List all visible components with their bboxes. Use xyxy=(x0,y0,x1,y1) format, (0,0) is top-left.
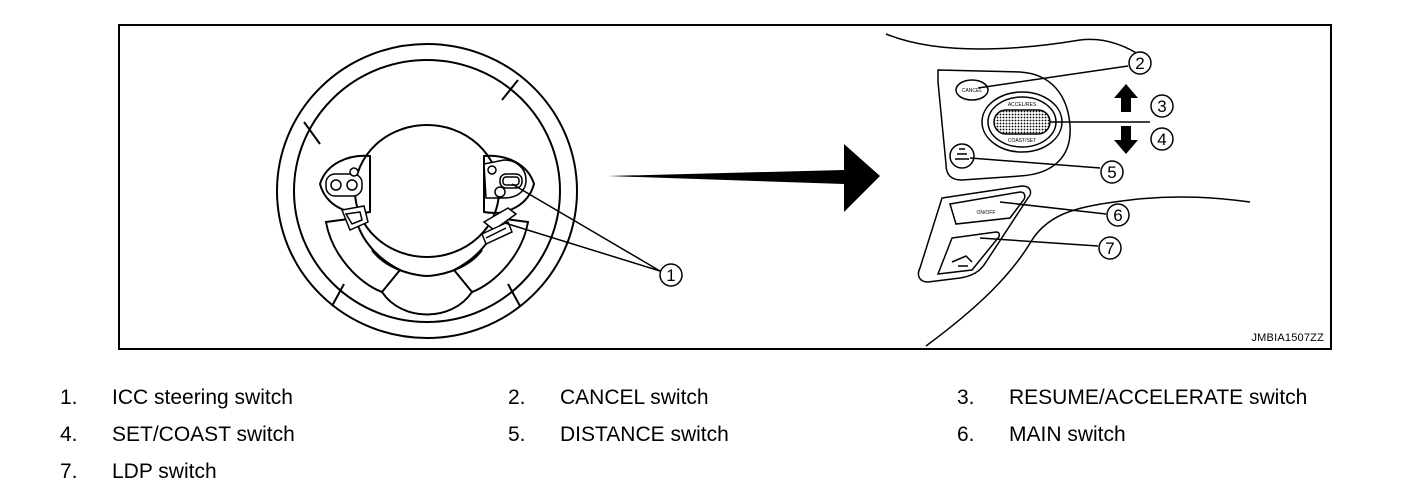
callout-4: 4 xyxy=(1150,127,1174,151)
callout-2: 2 xyxy=(1128,51,1152,75)
cancel-switch-label: CANCEL xyxy=(962,88,983,94)
direction-arrow xyxy=(608,144,880,212)
callout-1-leaders xyxy=(504,183,661,272)
callout-7-label: 7 xyxy=(1105,239,1114,258)
switch-detail xyxy=(885,33,1251,347)
icc-steering-switch xyxy=(481,159,527,246)
legend-number: 2. xyxy=(508,386,526,409)
main-switch-label: ON/OFF xyxy=(977,210,996,216)
legend-text: ICC steering switch xyxy=(112,386,293,409)
figure-code: JMBIA1507ZZ xyxy=(1251,332,1324,344)
steering-wheel xyxy=(276,43,578,339)
legend-number: 5. xyxy=(508,423,526,446)
up-down-arrows xyxy=(1114,84,1138,154)
steering-wheel-diagram: 1 CA xyxy=(276,33,1251,347)
callout-1-label: 1 xyxy=(666,266,675,285)
legend-text: LDP switch xyxy=(112,460,217,483)
callout-3-label: 3 xyxy=(1157,97,1166,116)
legend-text: MAIN switch xyxy=(1009,423,1126,446)
callout-leaders xyxy=(969,65,1150,247)
legend-number: 1. xyxy=(60,386,78,409)
callout-4-label: 4 xyxy=(1157,130,1166,149)
legend-number: 3. xyxy=(957,386,975,409)
coast-switch-label: COAST/SET xyxy=(1008,138,1036,144)
callout-2-label: 2 xyxy=(1135,54,1144,73)
legend-text: RESUME/ACCELERATE switch xyxy=(1009,386,1308,409)
legend-number: 6. xyxy=(957,423,975,446)
callout-6: 6 xyxy=(1106,203,1130,227)
legend-number: 7. xyxy=(60,460,78,483)
legend-text: SET/COAST switch xyxy=(112,423,295,446)
legend: 1. ICC steering switch 2. CANCEL switch … xyxy=(0,382,1408,492)
accel-switch-label: ACCEL/RES xyxy=(1008,102,1037,108)
legend-text: CANCEL switch xyxy=(560,386,709,409)
callout-5-label: 5 xyxy=(1107,163,1116,182)
callout-5: 5 xyxy=(1100,160,1124,184)
left-spoke-switches xyxy=(325,167,369,232)
switch-face-labels: CANCEL ACCEL/RES COAST/SET ON/OFF xyxy=(962,88,1037,216)
legend-number: 4. xyxy=(60,423,78,446)
legend-text: DISTANCE switch xyxy=(560,423,729,446)
diagram-figure: 1 CA xyxy=(118,24,1332,350)
callout-7: 7 xyxy=(1098,236,1122,260)
callout-3: 3 xyxy=(1150,94,1174,118)
callout-1: 1 xyxy=(659,263,683,287)
callout-6-label: 6 xyxy=(1113,206,1122,225)
